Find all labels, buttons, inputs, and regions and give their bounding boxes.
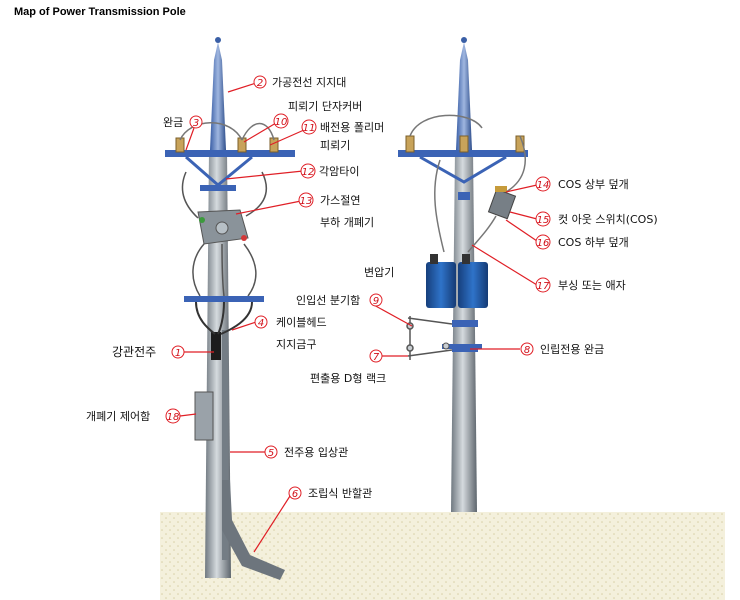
marker-5: 5 — [264, 445, 278, 459]
svg-text:16: 16 — [537, 238, 550, 249]
svg-text:6: 6 — [292, 489, 298, 500]
marker-9: 9 — [369, 293, 383, 307]
marker-13: 13 — [298, 192, 314, 208]
svg-text:7: 7 — [373, 352, 380, 363]
marker-8: 8 — [520, 342, 534, 356]
svg-text:15: 15 — [537, 215, 550, 226]
marker-12: 12 — [300, 163, 316, 179]
svg-text:8: 8 — [524, 345, 530, 356]
arresters — [175, 137, 279, 153]
label-bushing: 부싱 또는 애자 — [558, 279, 626, 292]
label-crossarm: 완금 — [163, 116, 183, 129]
svg-text:11: 11 — [303, 123, 316, 134]
label-arm-tie: 각암타이 — [319, 165, 359, 178]
crossarm-top — [165, 150, 295, 157]
marker-7: 7 — [369, 349, 383, 363]
svg-text:4: 4 — [258, 318, 264, 329]
label-load-switch: 부하 개폐기 — [320, 215, 374, 229]
marker-4: 4 — [254, 315, 268, 329]
crossarm-lower — [184, 296, 264, 302]
right-pole — [398, 37, 528, 512]
marker-18: 18 — [165, 408, 181, 424]
marker-14: 14 — [535, 176, 551, 192]
label-cos-bottom-cover: COS 하부 덮개 — [558, 235, 629, 249]
svg-text:14: 14 — [537, 180, 550, 191]
label-split-pipe: 조립식 반할관 — [308, 487, 372, 500]
label-cutout-switch: 컷 아웃 스위치(COS) — [558, 213, 658, 226]
svg-text:5: 5 — [268, 448, 274, 459]
callout-markers: 2 3 10 11 12 13 4 1 18 5 6 14 15 16 17 8… — [165, 75, 551, 500]
left-pole — [165, 37, 295, 580]
label-polymer: 배전용 폴리머 — [320, 121, 384, 134]
cable-head-block — [211, 332, 221, 360]
left-pole-tip — [210, 42, 226, 150]
marker-11: 11 — [301, 119, 317, 135]
marker-6: 6 — [288, 486, 302, 500]
label-cos-top-cover: COS 상부 덮개 — [558, 178, 629, 191]
ground — [160, 512, 725, 600]
cutout-switch — [487, 186, 517, 220]
label-d-rack: 편출용 D형 랙크 — [310, 372, 386, 385]
marker-2: 2 — [253, 75, 267, 89]
transformer — [426, 254, 488, 308]
svg-text:13: 13 — [300, 196, 313, 207]
label-gas-insulated: 가스절연 — [320, 194, 360, 207]
marker-1: 1 — [171, 345, 185, 359]
switch-control-box — [194, 391, 214, 441]
label-overhead-support: 가공전선 지지대 — [272, 76, 346, 89]
marker-15: 15 — [535, 211, 551, 227]
svg-text:3: 3 — [193, 118, 199, 129]
label-arrester: 피뢰기 — [320, 139, 350, 152]
svg-text:17: 17 — [537, 281, 550, 292]
label-branch-box: 인입선 분기함 — [296, 294, 360, 307]
svg-text:18: 18 — [167, 412, 180, 423]
label-transformer: 변압기 — [364, 266, 394, 279]
right-pole-shaft — [451, 150, 477, 512]
riser-pipe — [222, 330, 228, 560]
callout-leaders — [179, 82, 538, 553]
label-steel-pole: 강관전주 — [112, 345, 156, 359]
svg-text:10: 10 — [275, 117, 288, 128]
svg-text:1: 1 — [175, 348, 181, 359]
d-rack — [406, 316, 453, 360]
label-support-bracket: 지지금구 — [276, 338, 316, 351]
right-crossarm — [398, 150, 528, 157]
label-service-crossarm: 인립전용 완금 — [540, 343, 604, 356]
page-title: Map of Power Transmission Pole — [14, 6, 186, 18]
label-cable-head: 케이블헤드 — [276, 316, 327, 329]
svg-text:12: 12 — [302, 167, 315, 178]
svg-text:2: 2 — [257, 78, 263, 89]
marker-10: 10 — [273, 113, 289, 129]
svg-text:9: 9 — [373, 296, 379, 307]
marker-16: 16 — [535, 234, 551, 250]
marker-17: 17 — [535, 277, 551, 293]
label-riser: 전주용 입상관 — [284, 446, 348, 459]
callout-labels: 가공전선 지지대 완금 피뢰기 단자커버 배전용 폴리머 피뢰기 각암타이 가스… — [86, 76, 658, 500]
label-switch-control: 개폐기 제어함 — [86, 410, 150, 423]
label-arrester-cover: 피뢰기 단자커버 — [288, 100, 362, 113]
gas-switch — [197, 209, 249, 245]
marker-3: 3 — [189, 115, 203, 129]
right-pole-tip — [456, 42, 472, 150]
split-pipe — [222, 480, 285, 580]
